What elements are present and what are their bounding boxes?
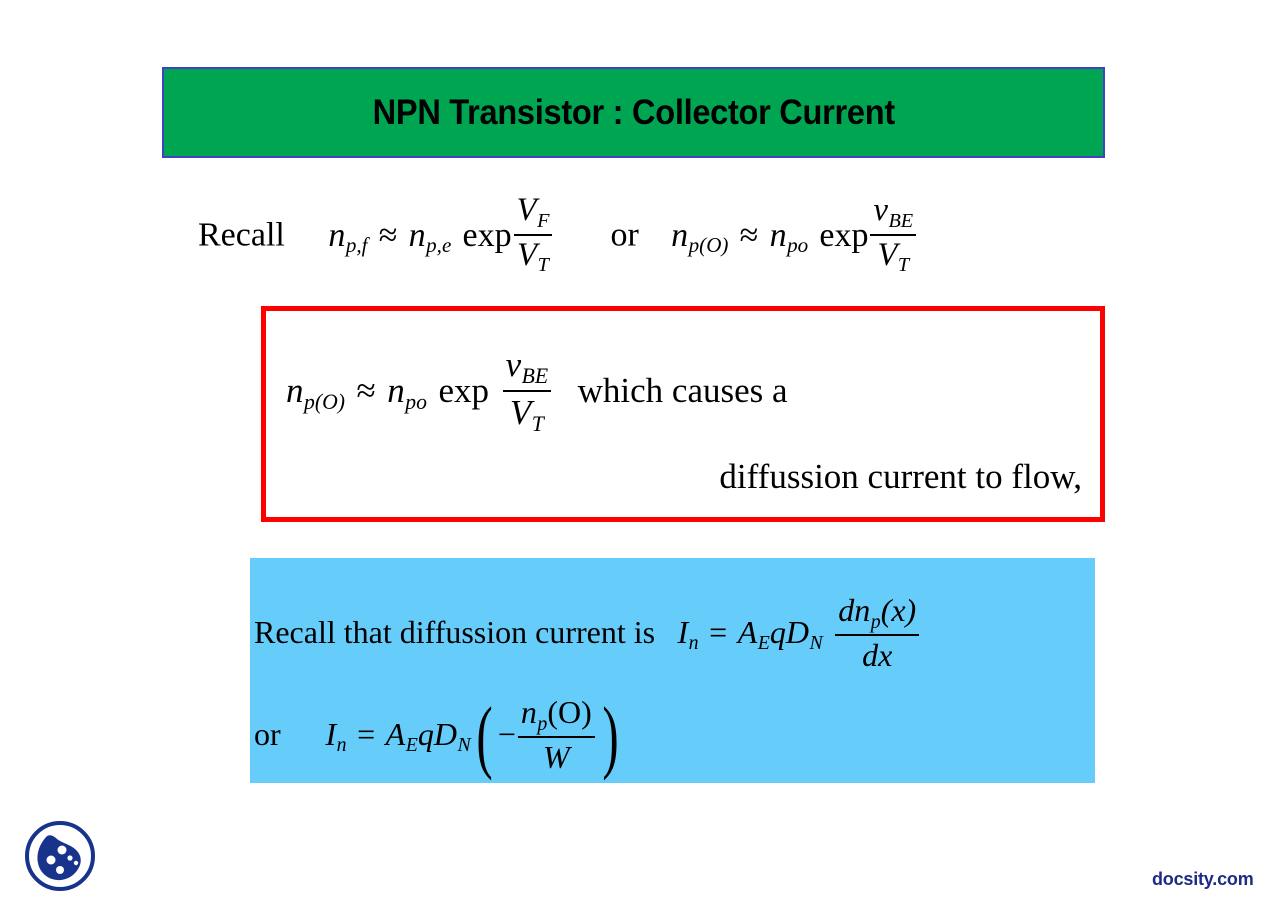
eq2-rhs-sub: po	[787, 233, 809, 258]
blue2-factor3-sub: N	[457, 734, 471, 757]
blue2-numerator-arg: (O)	[547, 694, 592, 731]
blue1-factor2: q	[769, 614, 786, 650]
eq2-lhs-sub: p(O)	[688, 233, 729, 258]
blue-line1-lead-text: Recall that diffussion current is	[254, 614, 656, 650]
red-rhs-sub: po	[405, 389, 427, 414]
eq1-numerator-base: V	[516, 192, 537, 229]
docsity-url-label: docsity.com	[1152, 869, 1254, 889]
blue2-denominator: W	[542, 739, 570, 776]
red-denominator-sub: T	[531, 411, 544, 436]
eq2-numerator-base: v	[873, 192, 888, 229]
eq1-rhs-base: n	[408, 216, 426, 254]
blue1-equals: =	[709, 614, 728, 650]
blue-box-line-1: Recall that diffussion current is In =AEqD…	[254, 593, 921, 675]
eq1-denominator-sub: T	[537, 254, 549, 277]
eq2-denominator-sub: T	[897, 254, 910, 277]
eq2-relation: ≈	[739, 216, 759, 254]
slide-title-bar: NPN Transistor : Collector Current	[162, 67, 1105, 158]
blue2-factor2: q	[417, 716, 434, 752]
eq2-rhs-base: n	[769, 216, 787, 254]
blue1-lhs-base: I	[677, 614, 689, 650]
blue1-factor1-sub: E	[757, 632, 770, 655]
red-lhs-base: n	[286, 370, 304, 410]
blue2-factor1-base: A	[385, 716, 406, 752]
eq1-exp-function: exp	[462, 216, 512, 254]
eq2-numerator-sub: BE	[888, 209, 914, 232]
eq1-denominator-base: V	[517, 236, 538, 273]
red-box-line-2: diffussion current to flow,	[719, 457, 1082, 496]
eq1-lhs-sub: p,f	[345, 233, 368, 258]
eq2-denominator-base: V	[877, 236, 898, 273]
blue2-numerator-sub: p	[537, 712, 548, 735]
blue1-factor3-sub: N	[809, 632, 823, 655]
red-exp-function: exp	[438, 370, 490, 410]
blue2-paren-open: (	[476, 689, 493, 781]
diffusion-current-equation-simplified: In=AEqDN(−np(O)W)	[325, 695, 623, 776]
eq1-rhs-sub: p,e	[426, 233, 452, 258]
blue2-factor1-sub: E	[405, 734, 418, 757]
blue1-factor3-base: D	[785, 614, 809, 650]
blue2-numerator-base: n	[520, 694, 537, 731]
blue2-minus-sign: −	[497, 716, 516, 752]
blue2-conjunction: or	[254, 716, 281, 752]
blue2-fraction: np(O) W	[517, 694, 595, 776]
red-lhs-sub: p(O)	[304, 389, 345, 414]
blue2-equals: =	[357, 716, 376, 752]
blue1-derivative-fraction: dnp(x) dx	[835, 592, 920, 674]
blue1-numerator-arg: (x)	[880, 592, 917, 629]
recall-lead-word: Recall	[198, 216, 285, 254]
docsity-logo	[20, 818, 100, 894]
red-rhs-base: n	[387, 370, 405, 410]
eq2-exp-function: exp	[819, 216, 869, 254]
page-title: NPN Transistor : Collector Current	[372, 92, 895, 132]
blue1-lhs-sub: n	[688, 632, 699, 655]
blue2-factor3-base: D	[433, 716, 457, 752]
recall-conjunction: or	[610, 216, 639, 254]
blue1-factor1-base: A	[737, 614, 758, 650]
red-denominator-base: V	[509, 392, 532, 432]
red-numerator-base: v	[505, 345, 522, 385]
blue1-numerator-sub: p	[870, 610, 881, 633]
blue2-paren-close: )	[602, 689, 619, 781]
blue1-numerator-d: dn	[838, 592, 871, 629]
eq2-fraction: vBE VT	[870, 192, 917, 277]
blue2-lhs-base: I	[325, 716, 337, 752]
blue2-lhs-sub: n	[336, 734, 347, 757]
red-fraction: vBE VT	[502, 345, 552, 436]
eq1-numerator-sub: F	[537, 209, 550, 232]
red-numerator-sub: BE	[521, 364, 549, 389]
blue1-denominator: dx	[862, 637, 893, 674]
red-relation: ≈	[356, 370, 376, 410]
eq2-lhs-base: n	[671, 216, 689, 254]
eq1-relation: ≈	[378, 216, 398, 254]
red-text-after-equation: which causes a	[577, 370, 788, 410]
eq1-lhs-base: n	[328, 216, 346, 254]
